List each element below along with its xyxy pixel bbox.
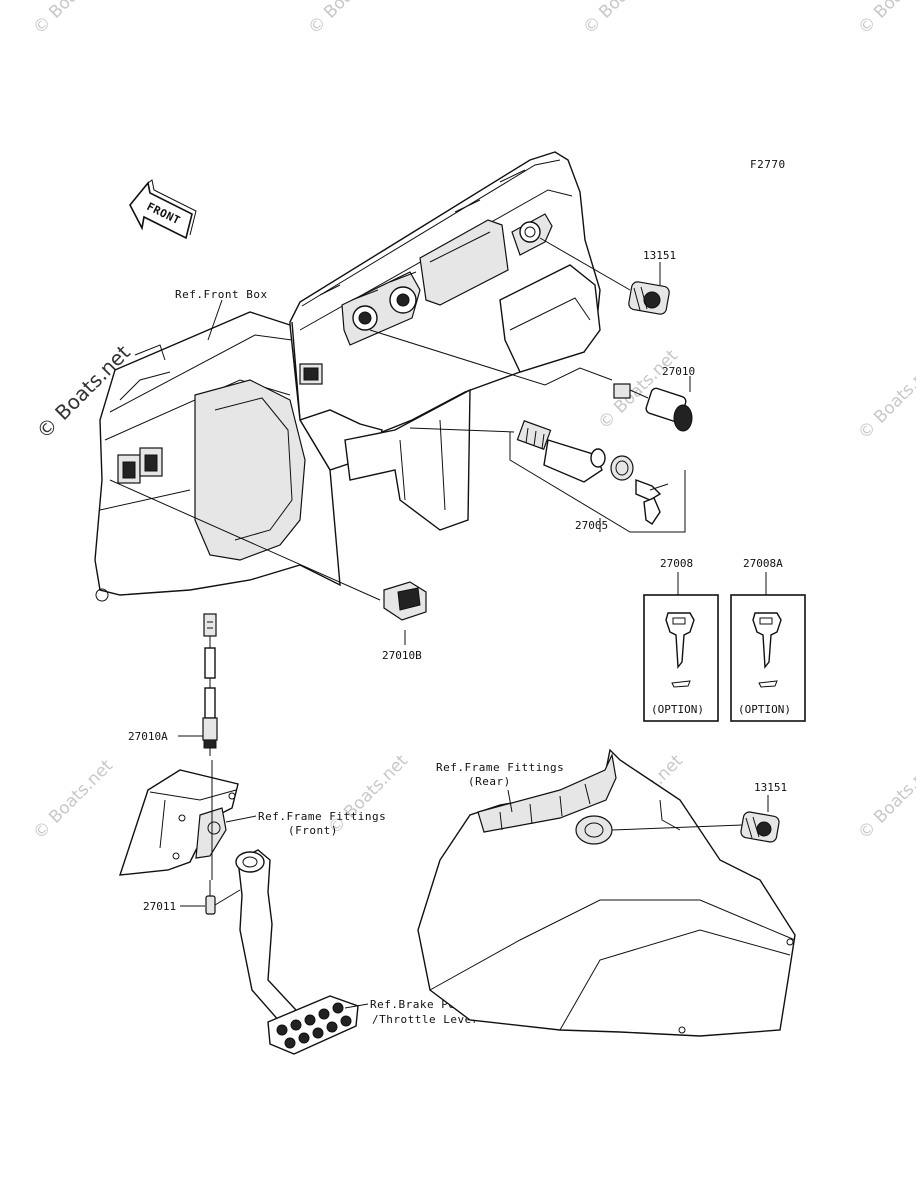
watermark: © Boats.net [854, 356, 916, 444]
front-direction-arrow-icon: FRONT [129, 179, 197, 240]
watermark: © Boats.net [854, 756, 916, 844]
part-27010b: 27010B [382, 649, 422, 662]
part-27005: 27005 [575, 519, 608, 532]
frame-fitting-front [118, 769, 239, 876]
dashboard-panel [289, 151, 601, 531]
ref-frame-rear-line1: Ref.Frame Fittings [436, 761, 564, 774]
ref-frame-front-line2: (Front) [288, 824, 338, 837]
watermark: © Boats.net [29, 756, 117, 844]
brake-pedal [235, 849, 359, 1055]
sensor-27010a [202, 613, 218, 756]
ref-front-box: Ref.Front Box [175, 288, 268, 301]
pedal-grip-holes [276, 1002, 352, 1049]
switch-27010 [613, 383, 693, 432]
watermark: © Boats.net [29, 0, 117, 39]
option-label-key2: (OPTION) [738, 703, 791, 716]
ref-frame-front-line1: Ref.Frame Fittings [258, 810, 386, 823]
part-27008: 27008 [660, 557, 693, 570]
socket-13151-top [628, 281, 670, 315]
socket-13151-bottom [740, 811, 780, 843]
option-label-key1: (OPTION) [651, 703, 704, 716]
key-box-27008[interactable]: 27008 (OPTION) [643, 557, 719, 722]
key-box-27008a[interactable]: 27008A (OPTION) [730, 557, 806, 722]
ref-brake-line2: /Throttle Lever [372, 1013, 479, 1026]
part-27008a: 27008A [743, 557, 783, 570]
front-label: FRONT [145, 200, 183, 227]
part-13151-top: 13151 [643, 249, 676, 262]
ref-frame-rear-line2: (Rear) [468, 775, 511, 788]
part-13151-bottom: 13151 [754, 781, 787, 794]
watermark: © Boats.net [854, 0, 916, 39]
key-icon [665, 612, 695, 669]
part-27011: 27011 [143, 900, 176, 913]
watermark: © Boats.net [579, 0, 667, 39]
watermark: © Boats.net [594, 346, 682, 434]
rocker-switch-27010b [383, 581, 427, 621]
leader-lines-upper [109, 237, 691, 645]
figure-code: F2770 [750, 158, 786, 171]
key-icon [752, 612, 782, 669]
part-27010a: 27010A [128, 730, 168, 743]
frame-fitting-rear [417, 748, 796, 1037]
watermark: © Boats.net [304, 0, 392, 39]
pin-27011 [205, 880, 216, 915]
front-box [94, 311, 341, 602]
ignition-switch-27005 [516, 420, 669, 525]
part-27010: 27010 [662, 365, 695, 378]
